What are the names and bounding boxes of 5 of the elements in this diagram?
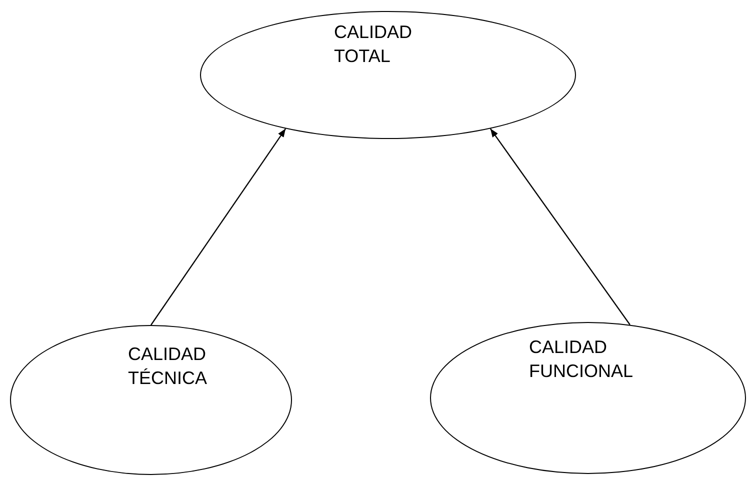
node-label: CALIDAD FUNCIONAL <box>529 336 634 383</box>
node-label: CALIDAD TÉCNICA <box>128 343 208 390</box>
arrow <box>150 128 286 326</box>
node-label: CALIDAD TOTAL <box>334 21 414 68</box>
arrow <box>490 128 630 326</box>
